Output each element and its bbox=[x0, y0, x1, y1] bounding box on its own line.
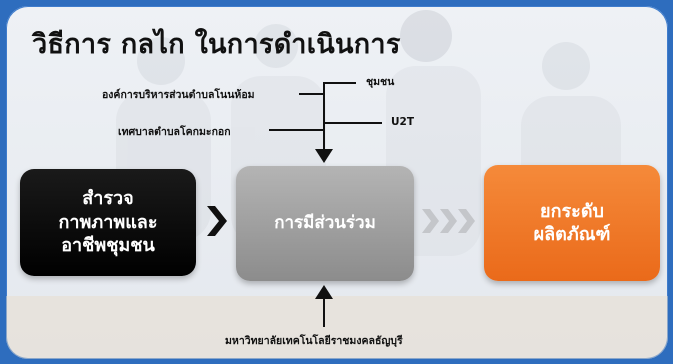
up-arrow-icon bbox=[315, 285, 333, 299]
box-upgrade-line-1: ยกระดับ bbox=[540, 200, 604, 222]
connector-line-vertical-top bbox=[323, 82, 325, 152]
box-participation-label: การมีส่วนร่วม bbox=[274, 213, 376, 234]
input-label-u2t: U2T bbox=[391, 116, 414, 128]
connector-line bbox=[324, 82, 356, 84]
triple-chevron-right-icon bbox=[422, 209, 475, 233]
input-label-community: ชุมชน bbox=[366, 76, 395, 88]
connector-line bbox=[269, 129, 324, 131]
box-product-upgrade: ยกระดับ ผลิตภัณฑ์ bbox=[484, 165, 660, 281]
page-title: วิธีการ กลไก ในการดำเนินการ bbox=[32, 29, 401, 60]
chevron-right-icon bbox=[207, 206, 227, 236]
box-upgrade-line-2: ผลิตภัณฑ์ bbox=[533, 224, 611, 245]
input-label-sao-nonhom: องค์การบริหารส่วนตำบลโนนห้อม bbox=[102, 89, 255, 101]
input-label-rmutt: มหาวิทยาลัยเทคโนโลยีราชมงคลธัญบุรี bbox=[225, 335, 403, 347]
connector-line bbox=[299, 93, 324, 95]
slide: วิธีการ กลไก ในการดำเนินการ องค์การบริหา… bbox=[6, 6, 668, 359]
box-survey-line-3: อาชีพชุมชน bbox=[61, 235, 155, 257]
box-community-survey: สำรวจ กาพภาพและ อาชีพชุมชน bbox=[20, 169, 196, 276]
box-participation: การมีส่วนร่วม bbox=[236, 166, 414, 281]
down-arrow-icon bbox=[315, 149, 333, 163]
input-label-municipality-khokmakok: เทศบาลตำบลโคกมะกอก bbox=[118, 126, 231, 138]
connector-line bbox=[324, 122, 382, 124]
connector-line-vertical-bottom bbox=[323, 297, 325, 327]
box-survey-line-2: กาพภาพและ bbox=[58, 211, 158, 233]
box-survey-line-1: สำรวจ bbox=[82, 188, 134, 210]
